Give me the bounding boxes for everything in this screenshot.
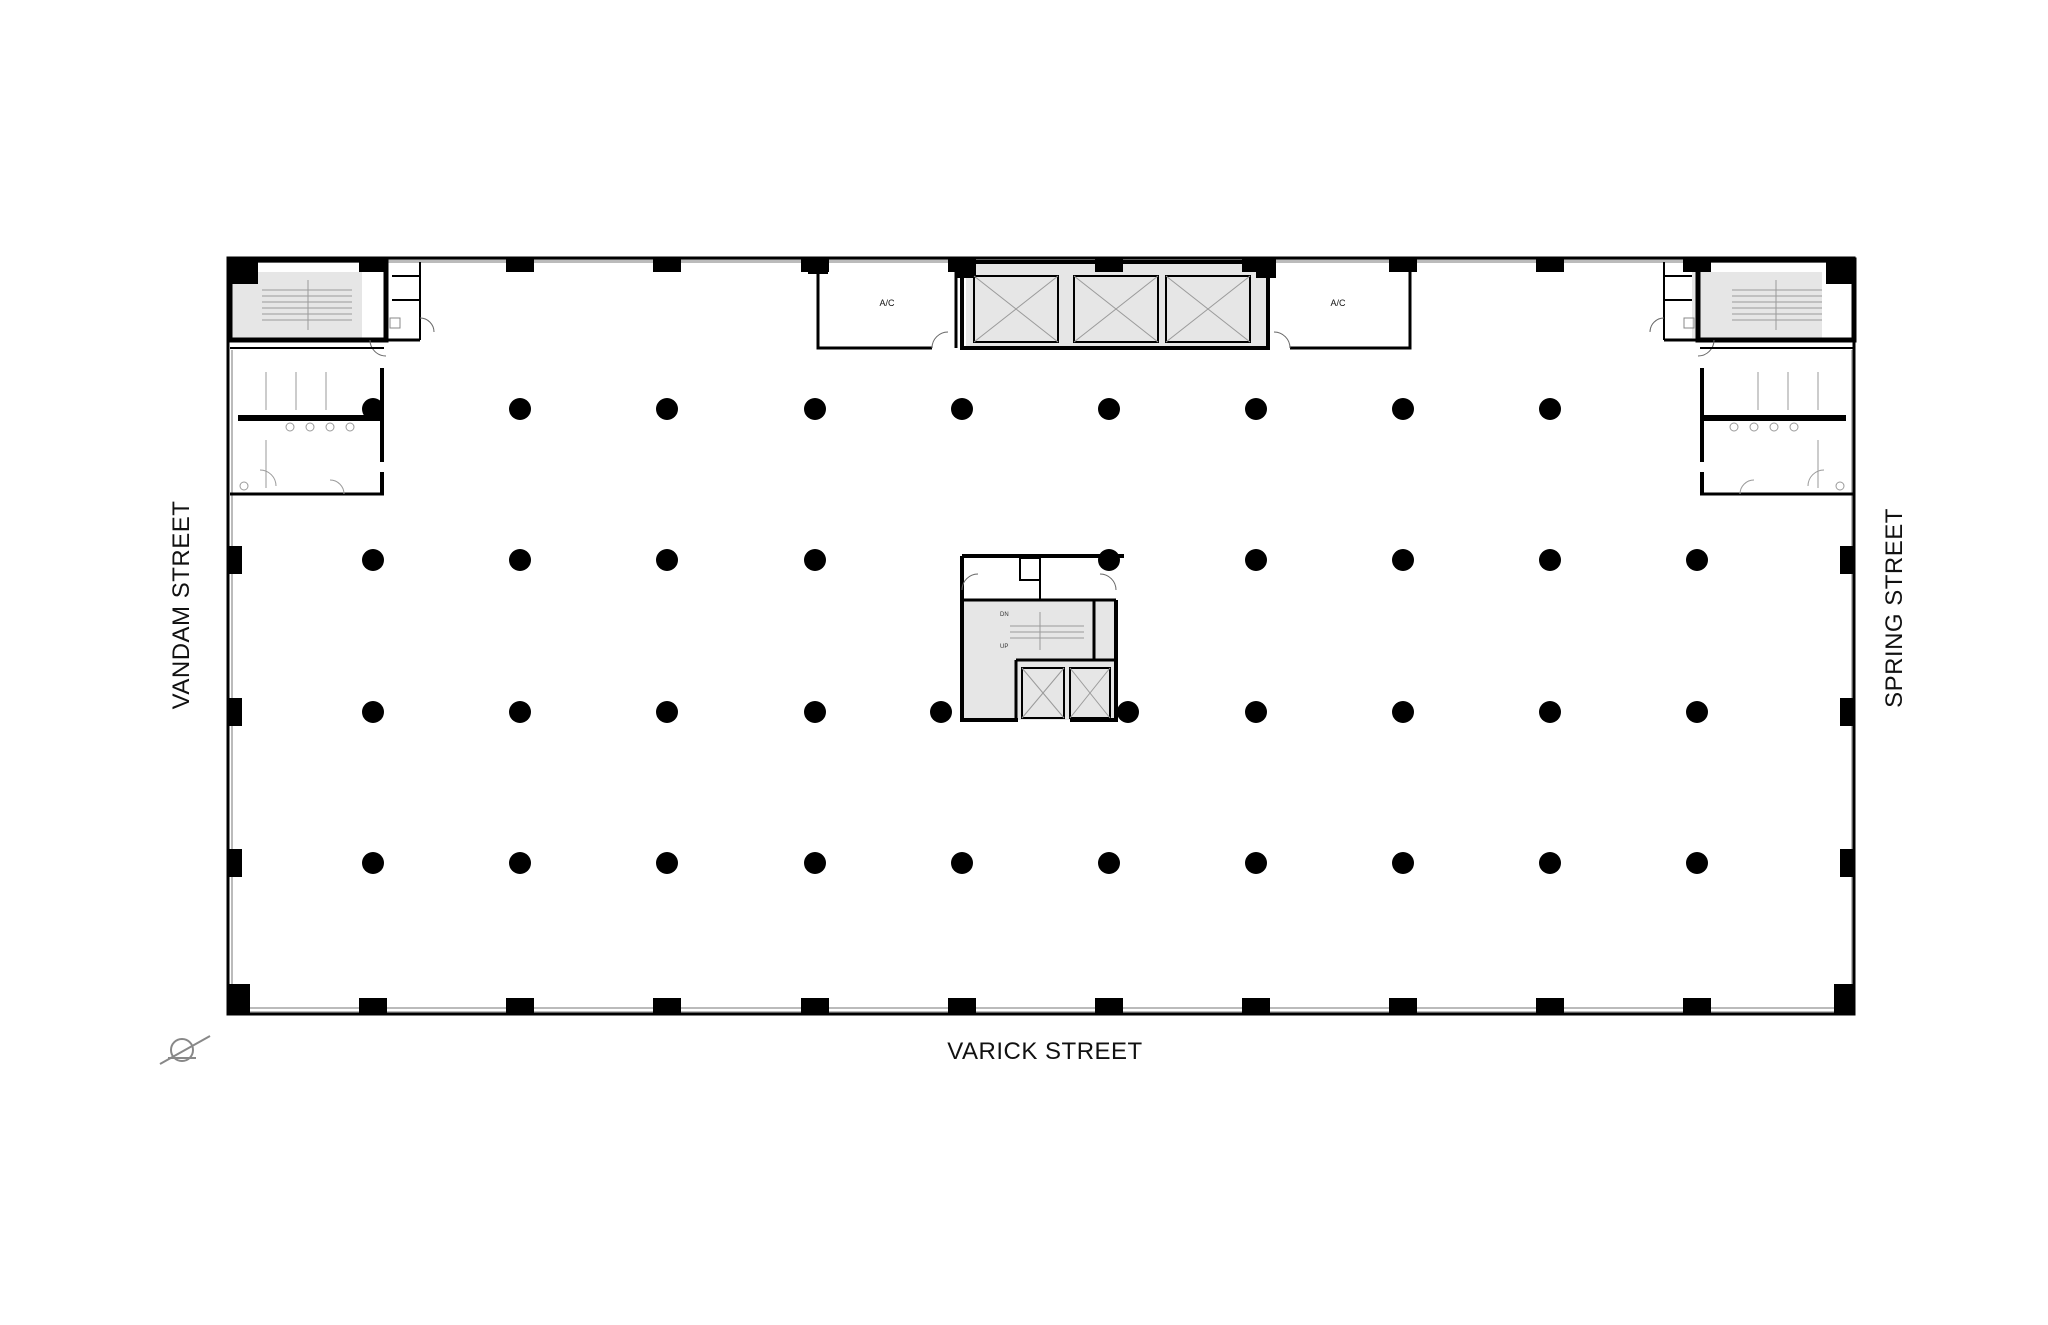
structural-column: [1392, 398, 1414, 420]
structural-column: [1539, 398, 1561, 420]
structural-column: [1392, 701, 1414, 723]
core-fills: [232, 262, 1822, 720]
perimeter-pier: [1683, 998, 1711, 1014]
perimeter-pier: [948, 998, 976, 1014]
street-label-spring: SPRING STREET: [1881, 508, 1908, 708]
structural-column: [930, 701, 952, 723]
west-toilet-fixtures: [239, 372, 355, 495]
perimeter-pier: [228, 984, 250, 1014]
perimeter-pier: [1840, 546, 1854, 574]
structural-column: [804, 398, 826, 420]
structural-column: [1539, 852, 1561, 874]
street-label-vandam: VANDAM STREET: [168, 500, 195, 710]
ac-room-east-walls: [1266, 272, 1412, 350]
structural-column: [804, 549, 826, 571]
interior-columns: [362, 398, 1708, 874]
central-elevator-1: [1021, 667, 1065, 719]
north-elevator-lobby-fill: [966, 262, 1266, 346]
central-stair-down-label: DN: [1000, 612, 1009, 618]
structural-column: [1117, 701, 1139, 723]
elevator-car-1: [973, 275, 1059, 343]
structural-column: [362, 701, 384, 723]
north-core: [816, 260, 1412, 350]
central-stair-up-label: UP: [1000, 644, 1009, 650]
structural-column: [656, 398, 678, 420]
structural-column: [1245, 398, 1267, 420]
structural-column: [951, 852, 973, 874]
perimeter-pier: [1095, 998, 1123, 1014]
structural-column: [951, 398, 973, 420]
perimeter-pier: [1389, 998, 1417, 1014]
structural-column: [1098, 852, 1120, 874]
structural-column: [1245, 549, 1267, 571]
structural-column: [509, 549, 531, 571]
ac-room-west-walls: [816, 272, 958, 350]
building-outline: [226, 256, 1856, 1016]
structural-column: [362, 549, 384, 571]
structural-column: [1392, 852, 1414, 874]
perimeter-pier: [1840, 849, 1854, 877]
east-core: [1649, 257, 1857, 496]
structural-column: [804, 852, 826, 874]
structural-column: [1686, 701, 1708, 723]
central-core: [960, 554, 1124, 722]
perimeter-pier: [228, 849, 242, 877]
perimeter-pier: [228, 546, 242, 574]
structural-column: [656, 852, 678, 874]
perimeter-pier: [1389, 258, 1417, 272]
perimeter-pier: [653, 998, 681, 1014]
street-label-varick: VARICK STREET: [947, 1038, 1143, 1065]
structural-column: [1539, 549, 1561, 571]
structural-column: [1686, 852, 1708, 874]
perimeter-pier: [506, 998, 534, 1014]
perimeter-pier: [1536, 998, 1564, 1014]
structural-column: [509, 701, 531, 723]
elevator-car-2: [1073, 275, 1159, 343]
structural-column: [509, 852, 531, 874]
perimeter-pier: [359, 998, 387, 1014]
east-stair-fill: [1692, 272, 1822, 338]
structural-column: [656, 701, 678, 723]
perimeter-pier: [506, 258, 534, 272]
exterior-walls: [226, 256, 1856, 1016]
perimeter-pier: [1536, 258, 1564, 272]
perimeter-pier: [808, 258, 828, 274]
perimeter-pier: [1242, 998, 1270, 1014]
structural-column: [362, 398, 384, 420]
structural-column: [1098, 398, 1120, 420]
west-core: [227, 257, 435, 496]
perimeter-pier: [653, 258, 681, 272]
perimeter-pier: [1834, 984, 1854, 1014]
perimeter-pier: [801, 998, 829, 1014]
structural-column: [1245, 701, 1267, 723]
structural-column: [656, 549, 678, 571]
structural-column: [1539, 701, 1561, 723]
structural-column: [804, 701, 826, 723]
west-stair-treads: [262, 280, 352, 330]
perimeter-pier: [228, 698, 242, 726]
structural-column: [362, 852, 384, 874]
structural-column: [509, 398, 531, 420]
elevator-lobby: [960, 260, 1270, 350]
structural-column: [1245, 852, 1267, 874]
east-toilet-fixtures: [1729, 372, 1845, 495]
room-label-ac-east: A/C: [1330, 298, 1346, 308]
perimeter-pier: [1840, 698, 1854, 726]
elevator-car-3: [1165, 275, 1251, 343]
structural-column: [1392, 549, 1414, 571]
structural-column: [1686, 549, 1708, 571]
north-arrow-icon: [159, 1035, 211, 1065]
east-stair-treads: [1732, 280, 1822, 330]
central-elevator-2: [1069, 667, 1111, 719]
room-label-ac-west: A/C: [879, 298, 895, 308]
structural-column: [1098, 549, 1120, 571]
